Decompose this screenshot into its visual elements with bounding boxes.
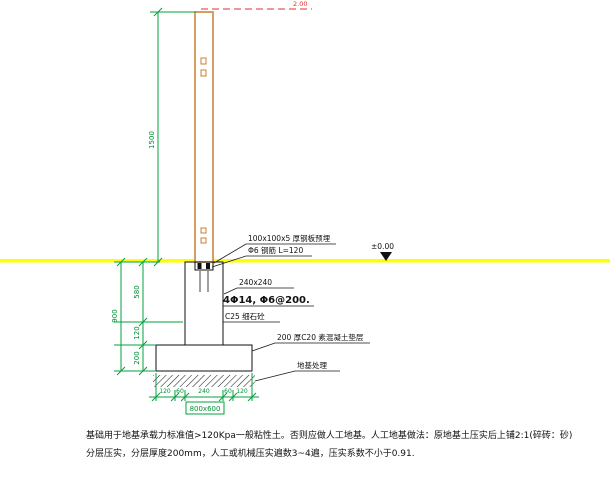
cut-elevation-label: 2.00 — [293, 0, 307, 8]
cushion-block — [155, 344, 253, 372]
bottom-dim-3: 240 — [198, 388, 210, 395]
notes-line-1: 基础用于地基承载力标准值>120Kpa一般粘性土。否则应做人工地基。人工地基做法… — [86, 431, 573, 441]
bottom-dimension-chain: 120 60 240 60 120 — [149, 373, 259, 402]
ground-level-line — [0, 259, 610, 263]
column-concrete-label: C25 细石砼 — [225, 311, 265, 321]
left-dimension-chain: 580 120 200 900 — [111, 257, 183, 376]
pole-height-dim-label: 1500 — [148, 131, 156, 149]
soil-hatch — [153, 375, 255, 387]
depth-total-dim-label: 900 — [111, 309, 119, 322]
pole — [194, 11, 214, 263]
bottom-dim-1: 120 — [159, 388, 171, 395]
foundation-column — [184, 261, 224, 346]
cut-line: 2.00 — [201, 0, 312, 10]
notes-line-2: 分层压实，分层厚度200mm，人工或机械压实遍数3~4遍，压实系数不小于0.91… — [86, 449, 415, 459]
elevation-marker: ±0.00 — [371, 242, 394, 261]
bottom-dim-2: 60 — [176, 388, 184, 395]
plate-note-label: 100x100x5 厚钢板预埋 — [248, 233, 331, 243]
bottom-dim-4: 60 — [224, 388, 232, 395]
bottom-dim-5: 120 — [236, 388, 248, 395]
column-rebar-label: 4Φ14, Φ6@200. — [223, 295, 310, 306]
notes-paragraph: 基础用于地基承载力标准值>120Kpa一般粘性土。否则应做人工地基。人工地基做法… — [86, 427, 572, 463]
cushion-thickness-dim-label: 200 — [133, 351, 141, 364]
ground-treatment-note: 地基处理 — [254, 360, 340, 382]
anchor-note-label: Φ6 钢筋 L=120 — [248, 245, 303, 255]
cushion-note: 200 厚C20 素混凝土垫层 — [251, 332, 370, 352]
elevation-triangle-icon — [380, 252, 392, 261]
depth-mid-dim-label: 120 — [133, 326, 141, 339]
footing-size-text: 800x600 — [190, 405, 221, 413]
ground-treatment-label: 地基处理 — [297, 360, 327, 370]
cushion-note-label: 200 厚C20 素混凝土垫层 — [277, 332, 364, 342]
column-section-note: 240x240 — [223, 278, 294, 295]
ground-elevation-label: ±0.00 — [371, 242, 394, 251]
footing-size-label: 800x600 — [185, 401, 225, 415]
depth-upper-dim-label: 580 — [133, 285, 141, 298]
plate-note: 100x100x5 厚钢板预埋 — [213, 233, 336, 264]
column-section-label: 240x240 — [239, 278, 272, 287]
column-rebar-note: 4Φ14, Φ6@200. — [223, 295, 314, 307]
column-concrete-note: C25 细石砼 — [223, 311, 280, 323]
anchor-rebar-note: Φ6 钢筋 L=120 — [211, 245, 312, 268]
anchor-plate — [194, 261, 214, 271]
pole-height-dimension: 1500 — [148, 7, 196, 267]
